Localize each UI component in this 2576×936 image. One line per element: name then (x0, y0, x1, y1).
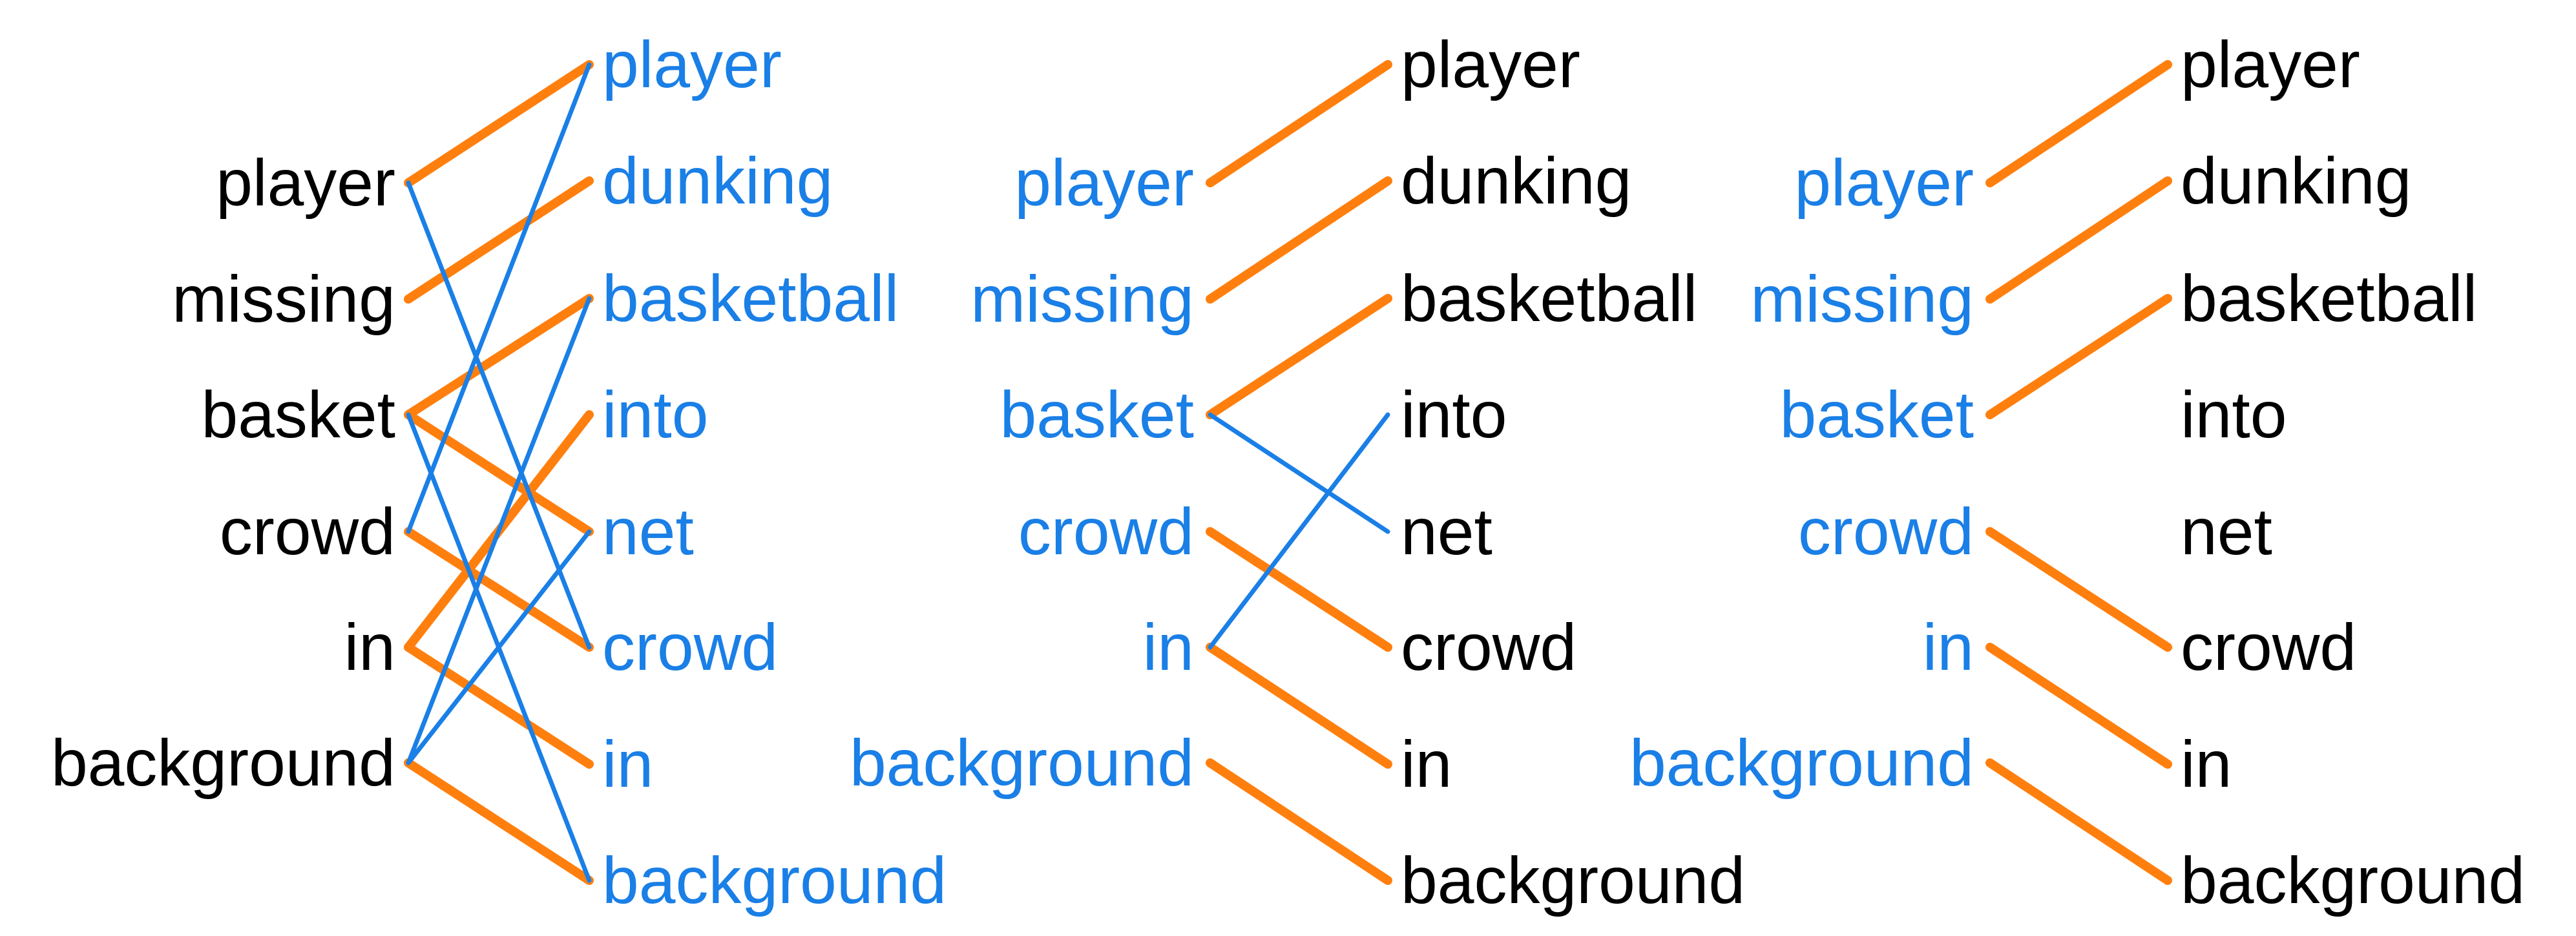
left-word: crowd (220, 495, 395, 568)
alignment-link-orange (1206, 294, 1392, 419)
right-word: basketball (1401, 262, 1697, 335)
left-word: player (1794, 146, 1974, 220)
alignment-link-blue (1208, 412, 1390, 650)
left-word: missing (970, 262, 1194, 336)
alignment-link-orange (1206, 176, 1392, 304)
left-word: missing (172, 262, 395, 336)
left-word: background (1629, 726, 1974, 800)
right-word: crowd (1401, 610, 1576, 684)
right-word: basketball (602, 262, 899, 335)
alignment-link-orange (1985, 176, 2172, 304)
right-word: player (602, 28, 782, 101)
alignment-link-orange (1985, 758, 2172, 885)
right-word: in (602, 727, 653, 801)
right-word: background (602, 844, 947, 917)
alignment-link-orange (404, 758, 594, 885)
alignment-link-orange (1985, 527, 2172, 652)
left-word: basket (201, 378, 395, 452)
word-labels: player missing basket crowd in background play… (51, 28, 2525, 917)
left-word: crowd (1018, 495, 1194, 568)
alignment-link-orange (404, 176, 594, 304)
alignment-link-orange (404, 294, 594, 419)
right-word: in (1401, 727, 1452, 801)
left-word: crowd (1798, 495, 1974, 568)
right-word: net (1401, 495, 1492, 568)
alignment-link-orange (1206, 758, 1392, 885)
alignment-link-orange (1985, 294, 2172, 419)
right-word: crowd (2181, 610, 2356, 684)
alignment-link-blue (406, 529, 592, 765)
left-word: basket (1000, 378, 1194, 452)
alignment-link-orange (1985, 643, 2172, 769)
alignment-link-blue (1208, 412, 1390, 534)
right-word: player (2181, 28, 2360, 101)
left-word: in (1143, 610, 1194, 684)
alignment-link-orange (404, 643, 594, 769)
alignment-link-blue (406, 296, 592, 765)
alignment-links (404, 60, 2172, 885)
right-word: into (602, 378, 708, 452)
right-word: net (2181, 495, 2272, 568)
left-word: missing (1750, 262, 1974, 336)
left-word: player (1014, 146, 1194, 220)
right-word: net (602, 495, 694, 568)
left-word: in (344, 610, 395, 684)
left-word: player (216, 146, 395, 220)
alignment-link-orange (404, 527, 594, 652)
right-word: player (1401, 28, 1580, 101)
alignment-link-orange (1985, 60, 2172, 187)
right-word: dunking (602, 144, 833, 218)
alignment-link-blue (406, 62, 592, 534)
left-word: in (1923, 610, 1974, 684)
left-word: background (51, 726, 395, 800)
panel-1-links (404, 60, 594, 885)
alignment-link-orange (1206, 60, 1392, 187)
alignment-link-orange (1206, 527, 1392, 652)
left-word: basket (1779, 378, 1974, 452)
panel-1-words: player missing basket crowd in background play… (51, 28, 947, 917)
alignment-link-orange (404, 60, 594, 187)
alignment-link-blue (406, 180, 592, 650)
panel-2-links (1206, 60, 1392, 885)
right-word: dunking (2181, 144, 2411, 218)
right-word: in (2181, 727, 2232, 801)
right-word: into (1401, 378, 1507, 452)
panel-2-words: player missing basket crowd in background play… (850, 28, 1745, 917)
right-word: background (1401, 844, 1745, 917)
right-word: basketball (2181, 262, 2477, 335)
left-word: background (850, 726, 1194, 800)
right-word: background (2181, 844, 2525, 917)
alignment-link-orange (1206, 643, 1392, 769)
panel-3-words: player missing basket crowd in background play… (1629, 28, 2525, 917)
right-word: into (2181, 378, 2287, 452)
right-word: crowd (602, 610, 778, 684)
right-word: dunking (1401, 144, 1631, 218)
panel-3-links (1985, 60, 2172, 885)
alignment-link-orange (404, 410, 594, 536)
